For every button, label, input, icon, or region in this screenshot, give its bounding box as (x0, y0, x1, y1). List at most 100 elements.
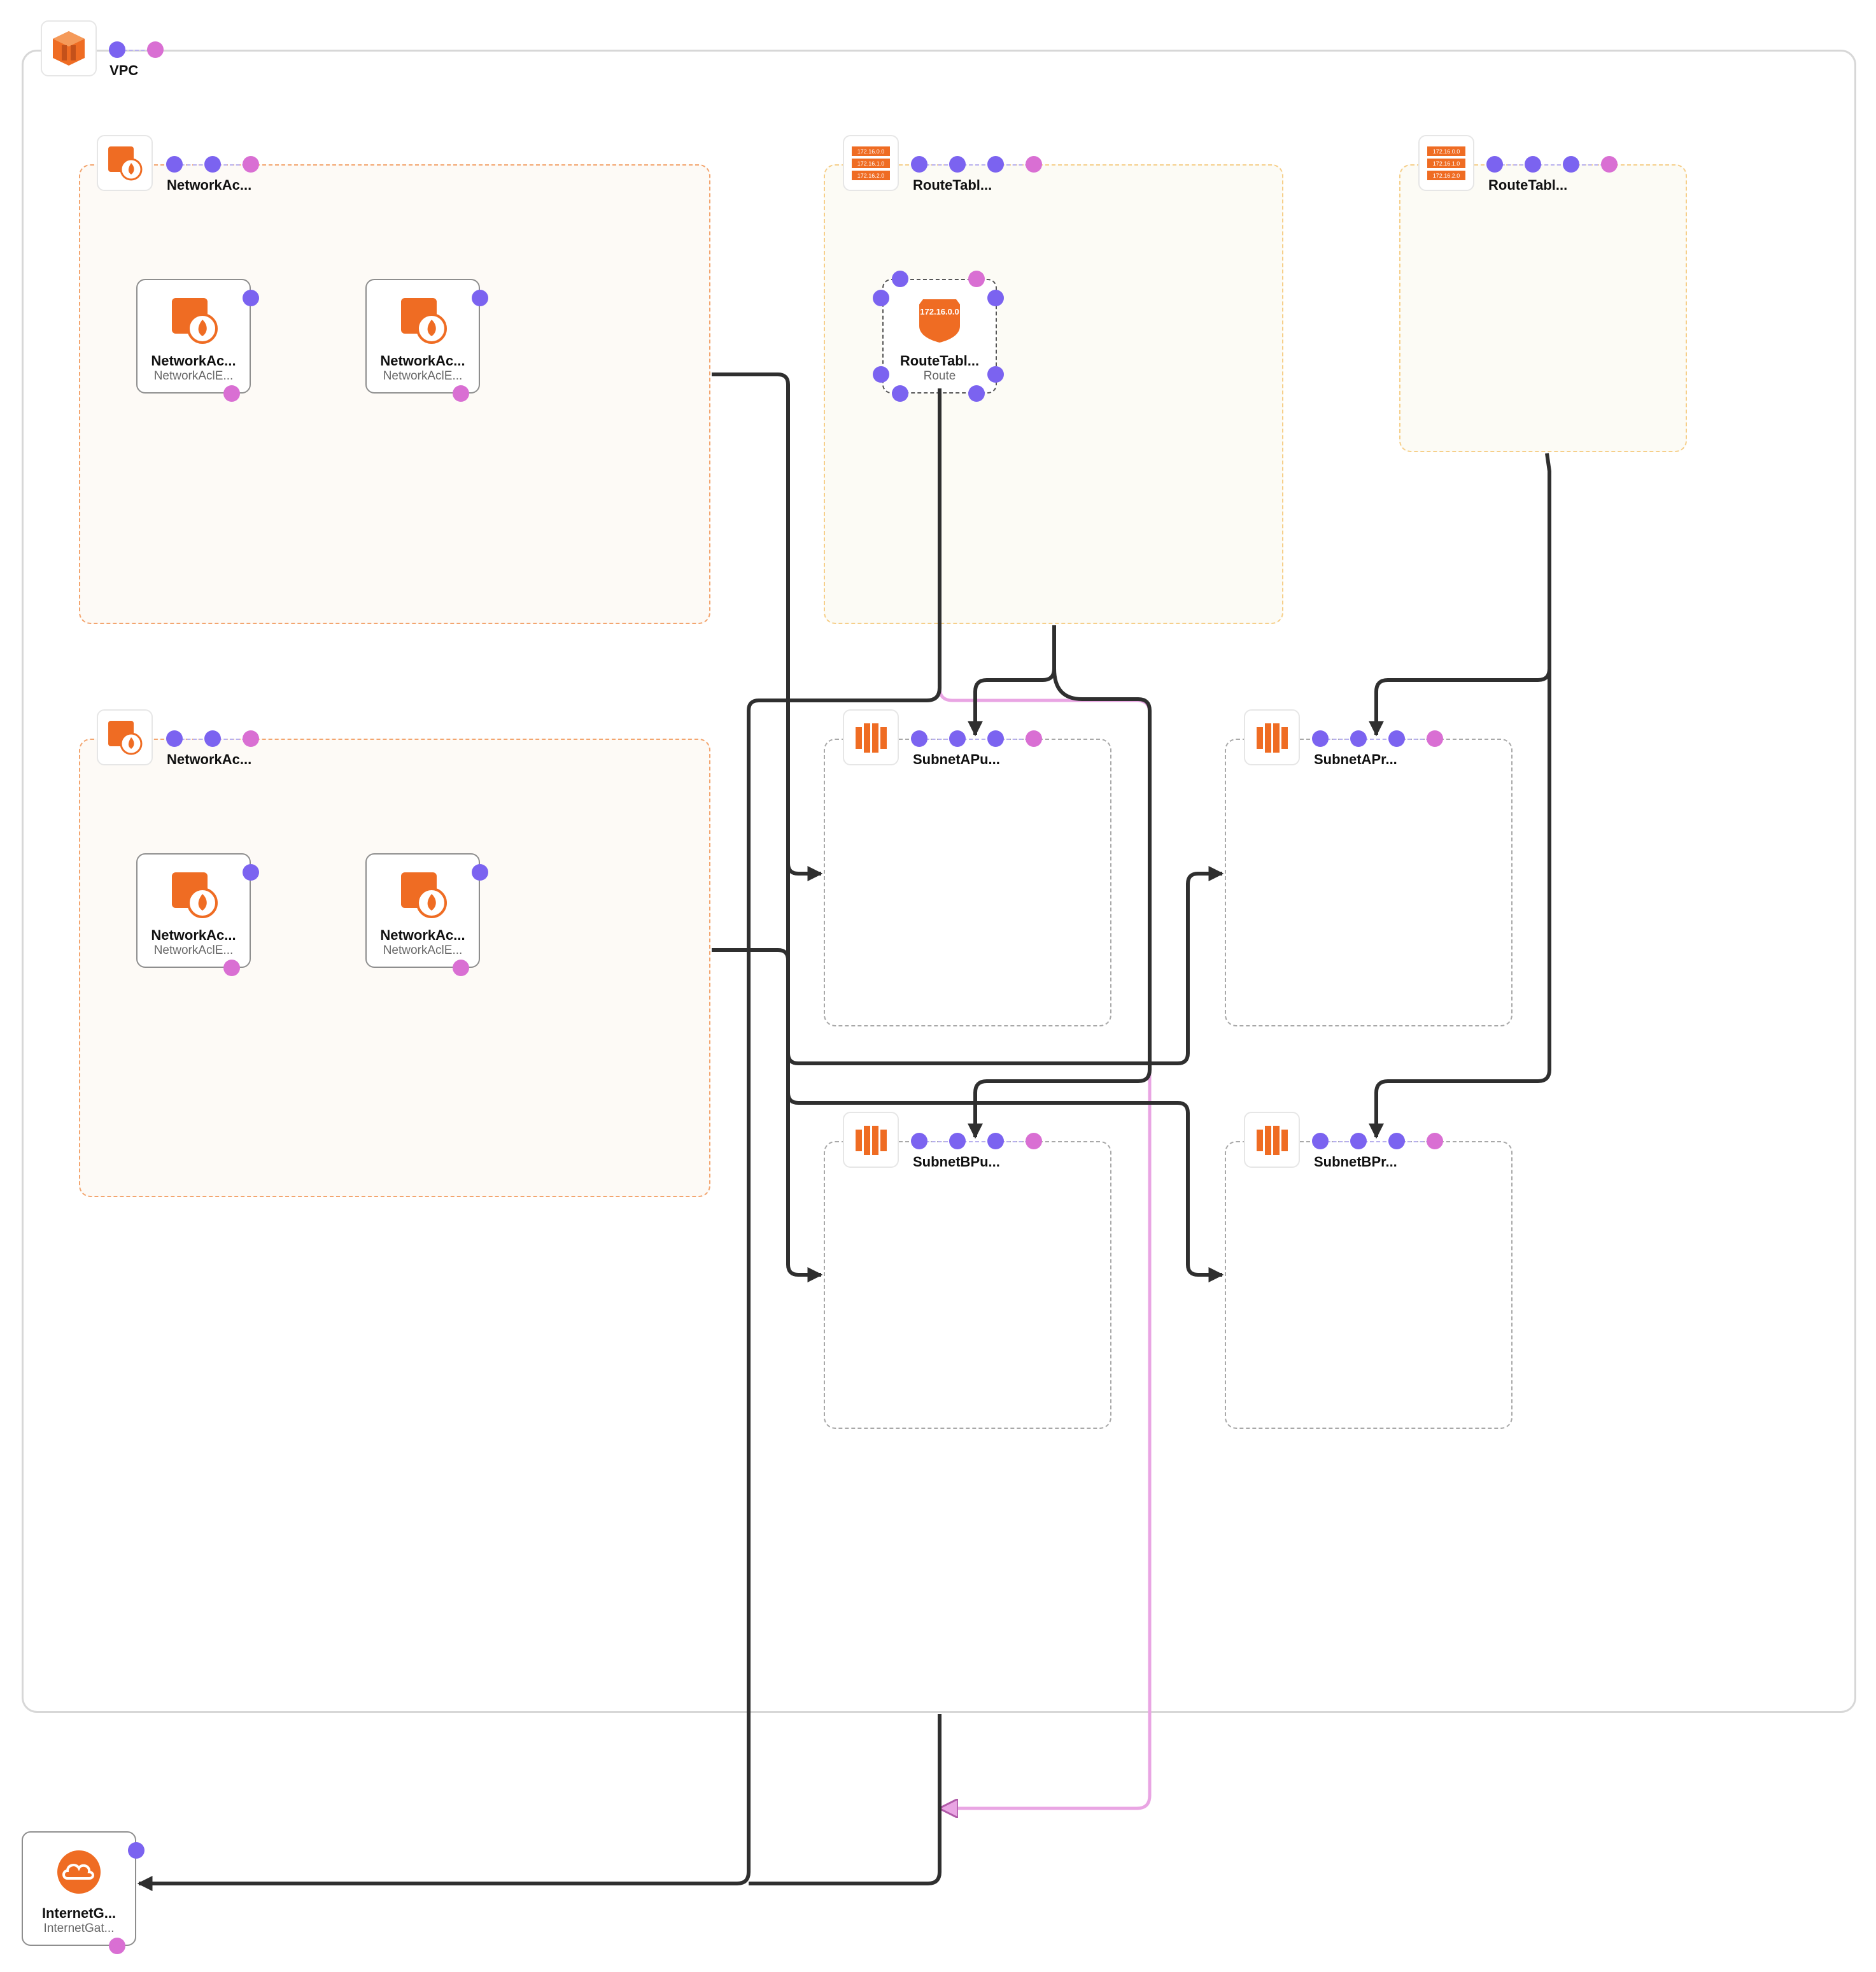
network-acl-entry-node[interactable]: NetworkAc... NetworkAclE... (365, 279, 480, 394)
input-port[interactable] (892, 385, 908, 402)
subnet-title: SubnetAPr... (1314, 751, 1397, 767)
output-port[interactable] (223, 385, 240, 402)
network-acl-entry-icon (401, 298, 447, 344)
route-table-icon-text: 172.16.0.0 (857, 148, 885, 155)
edge-rt2-subnet-a-private (1369, 453, 1551, 737)
input-port[interactable] (987, 156, 1004, 173)
input-port[interactable] (911, 156, 927, 173)
route-table-icon-text: 172.16.0.0 (1433, 148, 1460, 155)
edge-vpc-internet-gateway (749, 1714, 942, 1885)
input-port[interactable] (243, 864, 259, 881)
port-track (919, 739, 1035, 740)
route-icon: 172.16.0.0 (919, 299, 960, 343)
network-acl-group-1[interactable] (79, 164, 710, 624)
subnet-b-private[interactable] (1225, 1141, 1513, 1429)
network-acl-entry-node[interactable]: NetworkAc... NetworkAclE... (136, 279, 251, 394)
edge-rt1-subnet-b-public (968, 668, 1152, 1139)
edge-rt1-subnet-a-public (968, 625, 1056, 737)
input-port[interactable] (892, 271, 908, 287)
input-port[interactable] (1388, 1133, 1405, 1149)
route-table-icon-text: 172.16.2.0 (857, 173, 885, 179)
input-port[interactable] (873, 290, 889, 306)
network-acl-group-2[interactable] (79, 739, 710, 1197)
input-port[interactable] (949, 156, 966, 173)
input-port[interactable] (1563, 156, 1579, 173)
network-acl-entry-icon (401, 872, 447, 918)
output-port[interactable] (1026, 1133, 1042, 1149)
input-port[interactable] (987, 730, 1004, 747)
edge-rt2-subnet-b-private (1369, 669, 1551, 1139)
output-port[interactable] (453, 960, 469, 976)
internet-gateway-type: InternetGat... (43, 1922, 115, 1935)
route-table-icon-text: 172.16.2.0 (1433, 173, 1460, 179)
route-table-title: RouteTabl... (913, 177, 992, 193)
input-port[interactable] (1525, 156, 1541, 173)
input-port[interactable] (1350, 730, 1367, 747)
network-acl-icon (97, 709, 153, 765)
edge-route-internet-gateway (137, 388, 942, 1891)
input-port[interactable] (873, 366, 889, 383)
output-port[interactable] (453, 385, 469, 402)
internet-gateway-node[interactable]: InternetG... InternetGat... (22, 1831, 136, 1946)
input-port[interactable] (987, 290, 1004, 306)
input-port[interactable] (243, 290, 259, 306)
entry-type: NetworkAclE... (153, 369, 234, 383)
input-port[interactable] (968, 385, 985, 402)
subnet-a-public[interactable] (824, 739, 1111, 1026)
port-track (1495, 164, 1611, 166)
input-port[interactable] (204, 156, 221, 173)
network-acl-entry-icon (172, 872, 218, 918)
input-port[interactable] (911, 1133, 927, 1149)
network-acl-entry-node[interactable]: NetworkAc... NetworkAclE... (365, 853, 480, 968)
input-port[interactable] (1486, 156, 1503, 173)
input-port[interactable] (987, 366, 1004, 383)
input-port[interactable] (949, 730, 966, 747)
output-port[interactable] (147, 41, 164, 58)
input-port[interactable] (987, 1133, 1004, 1149)
network-acl-icon (97, 135, 153, 191)
input-port[interactable] (1312, 730, 1329, 747)
edge-highlight (938, 388, 1152, 1808)
input-port[interactable] (109, 41, 125, 58)
network-acl-entry-icon (172, 298, 218, 344)
input-port[interactable] (204, 730, 221, 747)
input-port[interactable] (166, 156, 183, 173)
output-port[interactable] (243, 730, 259, 747)
subnet-title: SubnetBPu... (913, 1154, 1000, 1170)
output-port[interactable] (109, 1938, 125, 1954)
entry-type: NetworkAclE... (383, 369, 463, 383)
edge-nacl2-subnet-b-private (786, 1053, 1224, 1282)
input-port[interactable] (1312, 1133, 1329, 1149)
input-port[interactable] (128, 1842, 145, 1859)
output-port[interactable] (968, 271, 985, 287)
output-port[interactable] (1601, 156, 1618, 173)
subnet-title: SubnetAPu... (913, 751, 1000, 767)
route-table-group-2[interactable] (1399, 164, 1687, 452)
output-port[interactable] (1026, 730, 1042, 747)
subnet-icon (1244, 709, 1300, 765)
input-port[interactable] (1350, 1133, 1367, 1149)
input-port[interactable] (472, 864, 488, 881)
output-port[interactable] (1026, 156, 1042, 173)
subnet-icon (843, 1112, 899, 1168)
subnet-a-private[interactable] (1225, 739, 1513, 1026)
input-port[interactable] (166, 730, 183, 747)
output-port[interactable] (1427, 730, 1443, 747)
input-port[interactable] (1388, 730, 1405, 747)
internet-gateway-name: InternetG... (41, 1905, 116, 1921)
route-table-icon-text: 172.16.1.0 (1433, 160, 1460, 167)
entry-type: NetworkAclE... (383, 944, 463, 957)
entry-name: NetworkAc... (151, 927, 236, 943)
input-port[interactable] (911, 730, 927, 747)
route-table-icon: 172.16.0.0 172.16.1.0 172.16.2.0 (843, 135, 899, 191)
subnet-icon (843, 709, 899, 765)
port-track (919, 164, 1035, 166)
output-port[interactable] (1427, 1133, 1443, 1149)
input-port[interactable] (472, 290, 488, 306)
output-port[interactable] (223, 960, 240, 976)
network-acl-entry-node[interactable]: NetworkAc... NetworkAclE... (136, 853, 251, 968)
network-acl-title: NetworkAc... (167, 177, 252, 193)
output-port[interactable] (243, 156, 259, 173)
route-node[interactable]: 172.16.0.0 RouteTabl... Route (882, 279, 997, 394)
input-port[interactable] (949, 1133, 966, 1149)
